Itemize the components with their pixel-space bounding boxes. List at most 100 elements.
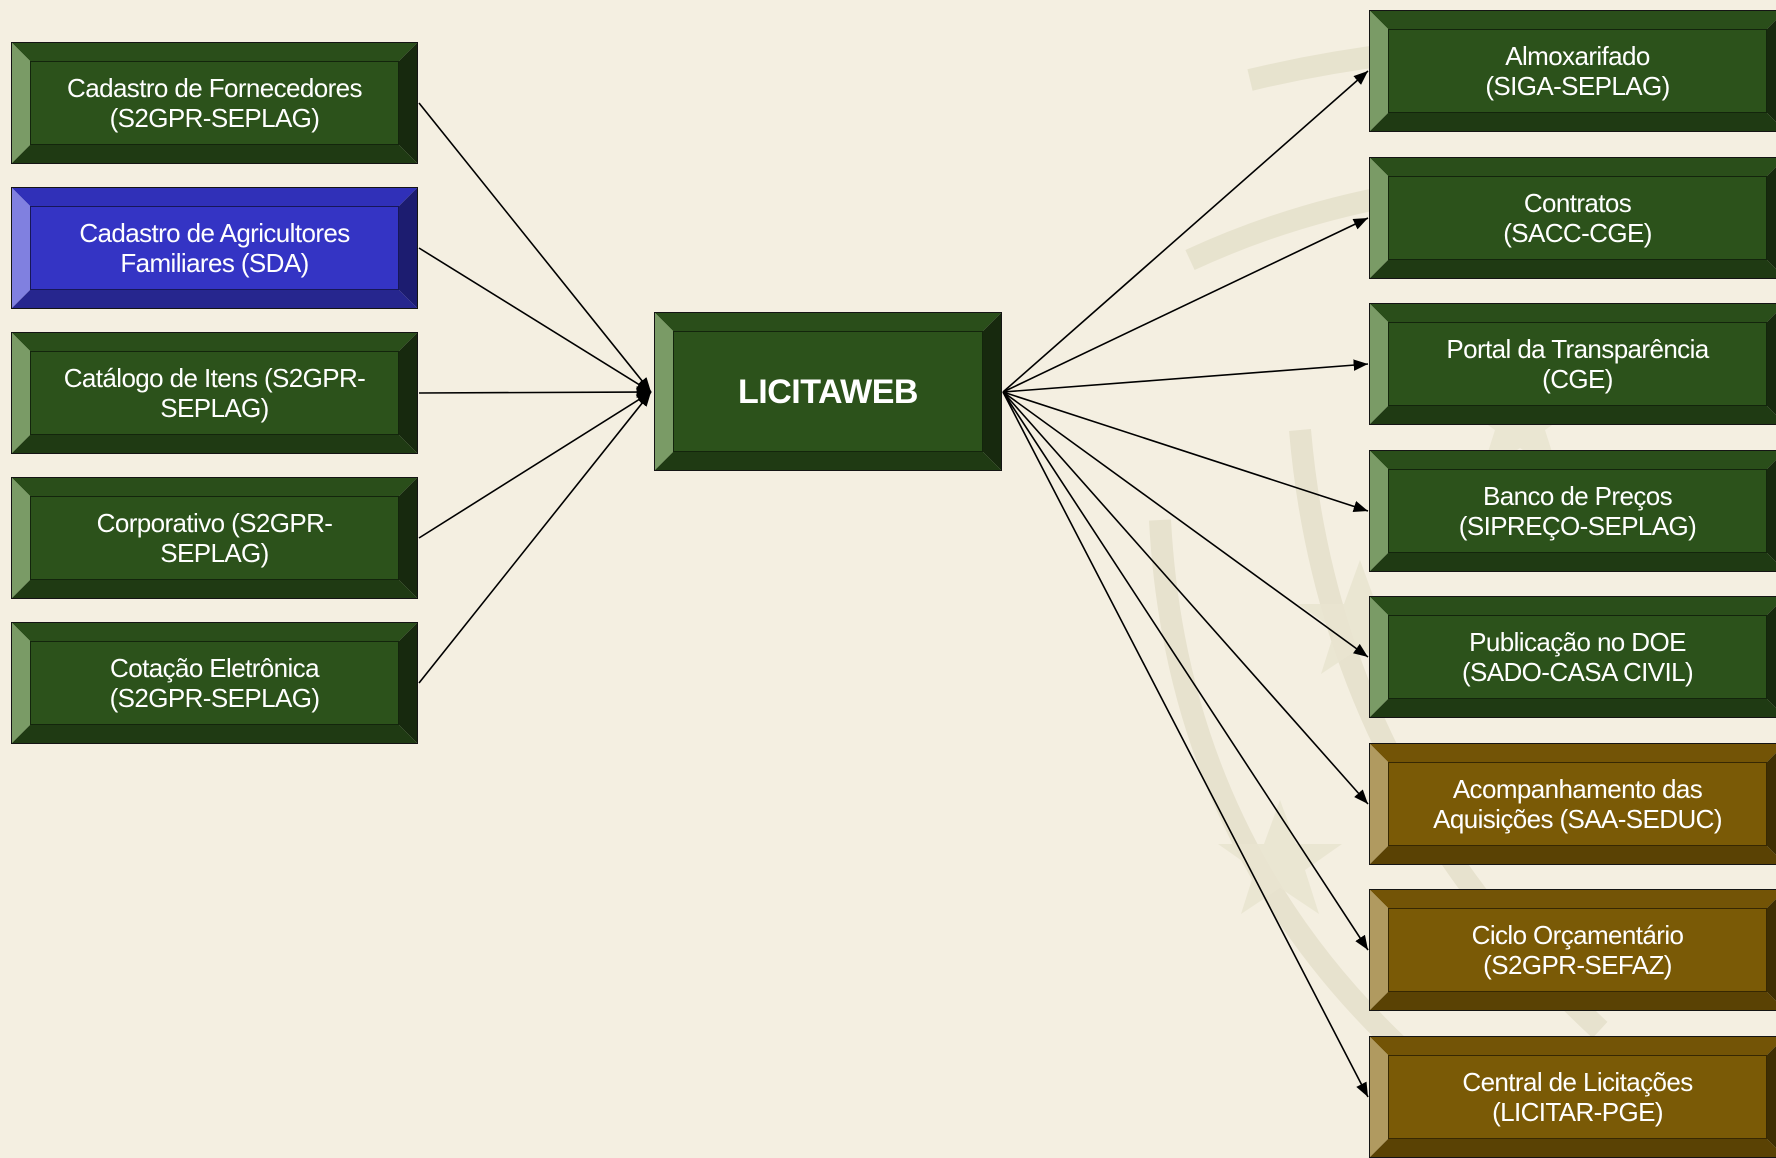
node-face: Publicação no DOE (SADO-CASA CIVIL) xyxy=(1388,615,1767,699)
bevel-top xyxy=(1370,890,1776,908)
node-face: Acompanhamento das Aquisições (SAA-SEDUC… xyxy=(1388,762,1767,846)
connector-out-banco-precos xyxy=(1002,391,1369,513)
bevel-right xyxy=(1767,744,1776,864)
out-contratos-label: Contratos (SACC-CGE) xyxy=(1503,188,1652,248)
bevel-left xyxy=(12,333,30,453)
bevel-top xyxy=(1370,597,1776,615)
bevel-left xyxy=(655,313,673,470)
bevel-left xyxy=(12,623,30,743)
bevel-left xyxy=(1370,890,1388,1010)
connector-out-ciclo xyxy=(1002,391,1369,951)
bevel-top xyxy=(12,333,417,351)
out-publicacao-label: Publicação no DOE (SADO-CASA CIVIL) xyxy=(1461,627,1694,687)
connector-out-publicacao xyxy=(1002,391,1369,658)
bevel-bottom xyxy=(1370,846,1776,864)
bevel-top xyxy=(1370,451,1776,469)
connector-out-portal xyxy=(1002,359,1369,393)
out-portal-node: Portal da Transparência (CGE) xyxy=(1369,303,1776,425)
bevel-right xyxy=(983,313,1001,470)
node-face: Cadastro de Fornecedores (S2GPR-SEPLAG) xyxy=(30,61,399,145)
out-banco-precos-label: Banco de Preços (SIPREÇO-SEPLAG) xyxy=(1458,481,1697,541)
node-face: Portal da Transparência (CGE) xyxy=(1388,322,1767,406)
bevel-top xyxy=(12,623,417,641)
bevel-bottom xyxy=(12,725,417,743)
connector-in-catalogo xyxy=(418,386,652,398)
bevel-right xyxy=(1767,304,1776,424)
in-cotacao-label: Cotação Eletrônica (S2GPR-SEPLAG) xyxy=(109,653,320,713)
bevel-right xyxy=(399,333,417,453)
in-fornecedores-node: Cadastro de Fornecedores (S2GPR-SEPLAG) xyxy=(11,42,418,164)
in-cotacao-node: Cotação Eletrônica (S2GPR-SEPLAG) xyxy=(11,622,418,744)
node-face: Catálogo de Itens (S2GPR- SEPLAG) xyxy=(30,351,399,435)
connector-out-central xyxy=(1002,391,1369,1098)
bevel-left xyxy=(1370,451,1388,571)
bevel-left xyxy=(1370,158,1388,278)
node-face: Cadastro de Agricultores Familiares (SDA… xyxy=(30,206,399,290)
node-face: Central de Licitações (LICITAR-PGE) xyxy=(1388,1055,1767,1139)
bevel-top xyxy=(1370,11,1776,29)
out-almoxarifado-label: Almoxarifado (SIGA-SEPLAG) xyxy=(1485,41,1670,101)
bevel-top xyxy=(12,188,417,206)
bevel-right xyxy=(1767,158,1776,278)
out-almoxarifado-node: Almoxarifado (SIGA-SEPLAG) xyxy=(1369,10,1776,132)
out-central-label: Central de Licitações (LICITAR-PGE) xyxy=(1462,1067,1693,1127)
bevel-bottom xyxy=(1370,553,1776,571)
out-portal-label: Portal da Transparência (CGE) xyxy=(1446,334,1709,394)
bevel-left xyxy=(1370,744,1388,864)
bevel-bottom xyxy=(1370,1139,1776,1157)
bevel-bottom xyxy=(1370,260,1776,278)
bevel-left xyxy=(1370,11,1388,131)
bevel-right xyxy=(399,188,417,308)
in-corporativo-node: Corporativo (S2GPR- SEPLAG) xyxy=(11,477,418,599)
connector-out-acompanhamento xyxy=(1002,391,1369,805)
bevel-bottom xyxy=(12,435,417,453)
out-acompanhamento-label: Acompanhamento das Aquisições (SAA-SEDUC… xyxy=(1433,774,1722,834)
bevel-left xyxy=(1370,304,1388,424)
in-catalogo-node: Catálogo de Itens (S2GPR- SEPLAG) xyxy=(11,332,418,454)
out-acompanhamento-node: Acompanhamento das Aquisições (SAA-SEDUC… xyxy=(1369,743,1776,865)
out-ciclo-label: Ciclo Orçamentário (S2GPR-SEFAZ) xyxy=(1471,920,1684,980)
bevel-left xyxy=(12,43,30,163)
connector-out-almoxarifado xyxy=(1002,70,1369,393)
bevel-bottom xyxy=(1370,406,1776,424)
bevel-bottom xyxy=(12,145,417,163)
out-ciclo-node: Ciclo Orçamentário (S2GPR-SEFAZ) xyxy=(1369,889,1776,1011)
bevel-top xyxy=(1370,158,1776,176)
bevel-left xyxy=(1370,597,1388,717)
in-corporativo-label: Corporativo (S2GPR- SEPLAG) xyxy=(96,508,333,568)
bevel-bottom xyxy=(12,580,417,598)
bevel-right xyxy=(1767,1037,1776,1157)
bevel-right xyxy=(1767,11,1776,131)
bevel-right xyxy=(399,43,417,163)
out-publicacao-node: Publicação no DOE (SADO-CASA CIVIL) xyxy=(1369,596,1776,718)
bevel-right xyxy=(1767,890,1776,1010)
in-agricultores-label: Cadastro de Agricultores Familiares (SDA… xyxy=(79,218,350,278)
bevel-top xyxy=(1370,304,1776,322)
bevel-top xyxy=(1370,1037,1776,1055)
bevel-left xyxy=(12,188,30,308)
bevel-top xyxy=(1370,744,1776,762)
bevel-bottom xyxy=(1370,699,1776,717)
bevel-top xyxy=(655,313,1001,331)
connector-in-agricultores xyxy=(418,247,652,393)
bevel-bottom xyxy=(1370,113,1776,131)
out-contratos-node: Contratos (SACC-CGE) xyxy=(1369,157,1776,279)
bevel-left xyxy=(1370,1037,1388,1157)
node-face: Banco de Preços (SIPREÇO-SEPLAG) xyxy=(1388,469,1767,553)
node-face: Cotação Eletrônica (S2GPR-SEPLAG) xyxy=(30,641,399,725)
center-label: LICITAWEB xyxy=(738,372,918,411)
bevel-bottom xyxy=(655,452,1001,470)
node-face: Almoxarifado (SIGA-SEPLAG) xyxy=(1388,29,1767,113)
bevel-right xyxy=(1767,451,1776,571)
node-face: Corporativo (S2GPR- SEPLAG) xyxy=(30,496,399,580)
bevel-left xyxy=(12,478,30,598)
connector-out-contratos xyxy=(1002,217,1369,393)
out-central-node: Central de Licitações (LICITAR-PGE) xyxy=(1369,1036,1776,1158)
bevel-right xyxy=(399,478,417,598)
bevel-right xyxy=(399,623,417,743)
center-node: LICITAWEB xyxy=(654,312,1002,471)
connector-in-fornecedores xyxy=(418,102,652,393)
bevel-bottom xyxy=(12,290,417,308)
bevel-top xyxy=(12,43,417,61)
